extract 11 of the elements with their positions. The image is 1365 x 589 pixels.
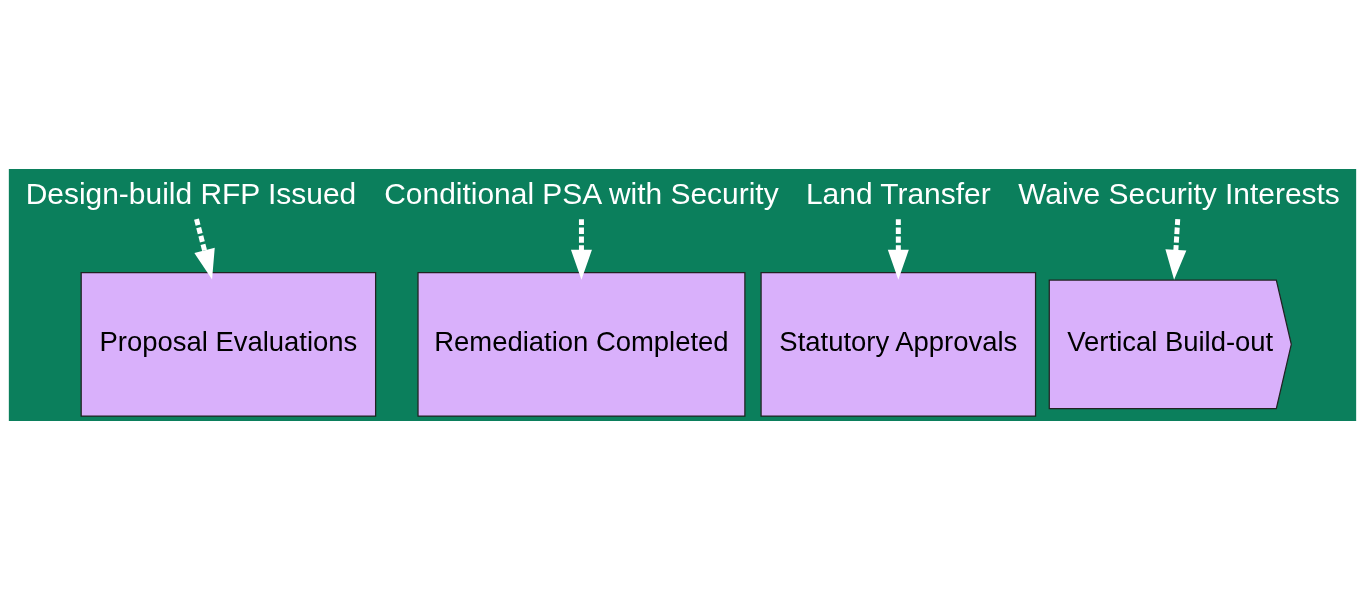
node-box: Proposal Evaluations — [80, 271, 377, 417]
node-box: Statutory Approvals — [760, 271, 1037, 417]
arrow — [887, 218, 909, 280]
node-text: Design-build RFP Issued — [25, 176, 357, 210]
node-box: Remediation Completed — [417, 271, 746, 417]
node-text: Conditional PSA with Security — [384, 176, 779, 210]
node-text: Waive Security Interests — [1018, 176, 1340, 210]
arrow — [1165, 218, 1187, 280]
node-text: Land Transfer — [805, 176, 991, 210]
arrow — [570, 218, 592, 280]
arrow — [194, 218, 215, 280]
